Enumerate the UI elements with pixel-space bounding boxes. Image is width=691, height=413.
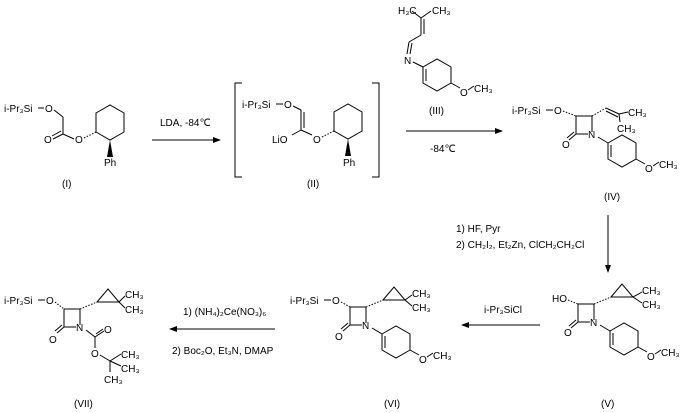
- methyl-group: H₃C: [398, 6, 417, 17]
- methyl-group: CH₃: [628, 108, 647, 119]
- nitrogen-atom: N: [76, 323, 83, 334]
- nitrogen-atom: N: [404, 56, 411, 67]
- carbonyl-oxygen: O: [49, 335, 57, 346]
- oxygen-atom: O: [645, 164, 653, 175]
- silyl-group: i-Pr₃Si: [4, 296, 33, 307]
- compound-label: (V): [601, 399, 614, 410]
- compound-label: (IV): [604, 192, 620, 203]
- compound-label: (VII): [74, 399, 93, 410]
- methyl-group: CH₃: [125, 305, 144, 316]
- oxygen-atom: O: [647, 352, 655, 363]
- compound-II: i-Pr₃Si O LiO O Ph (II): [234, 82, 380, 190]
- oxygen-atom: O: [45, 104, 53, 115]
- methyl-group: CH₃: [659, 160, 678, 171]
- nitrogen-atom: N: [588, 130, 595, 141]
- carbonyl-oxygen: O: [44, 135, 52, 146]
- compound-V: HO N O CH₃ CH₃ O CH₃ (V): [552, 283, 680, 410]
- reagent-text: 2) CH₂I₂, Et₂Zn, ClCH₂CH₂Cl: [456, 240, 584, 251]
- oxygen-atom: O: [460, 88, 468, 99]
- methyl-group: CH₃: [412, 289, 431, 300]
- reagent-text: 2) Boc₂O, Et₃N, DMAP: [172, 346, 274, 357]
- reagent-text: 1) (NH₄)₂Ce(NO₃)₆: [183, 307, 266, 318]
- reagent-text: LDA, -84℃: [160, 118, 211, 129]
- carbonyl-oxygen: O: [564, 328, 572, 339]
- oxygen-atom: O: [313, 135, 321, 146]
- oxygen-atom: O: [332, 296, 340, 307]
- methyl-group: CH₃: [617, 124, 636, 135]
- reagent-text: i-Pr₃SiCl: [484, 305, 522, 316]
- compound-VII: i-Pr₃Si O N O CH₃ CH₃ O O CH₃ CH₃ CH₃ (V…: [4, 288, 144, 410]
- bracket-left: [234, 82, 242, 178]
- methyl-group: CH₃: [661, 348, 680, 359]
- nitrogen-atom: N: [362, 321, 369, 332]
- bracket-right: [372, 82, 380, 178]
- methyl-group: CH₃: [104, 375, 123, 386]
- methyl-group: CH₃: [121, 350, 140, 361]
- compound-I: i-Pr₃Si O O O Ph (I): [4, 104, 125, 190]
- oxygen-atom: O: [284, 100, 292, 111]
- methyl-group: CH₃: [121, 364, 140, 375]
- oxygen-atom: O: [554, 106, 562, 117]
- reagent-text: 1) HF, Pyr: [456, 224, 501, 235]
- compound-label: (III): [429, 106, 444, 117]
- ester-oxygen: O: [75, 135, 83, 146]
- methyl-group: CH₃: [125, 290, 144, 301]
- compound-IV: i-Pr₃Si O N O CH₃ CH₃ O CH₃ (IV): [512, 106, 678, 203]
- methyl-group: CH₃: [432, 6, 451, 17]
- methyl-group: CH₃: [642, 300, 661, 311]
- carbonyl-oxygen: O: [562, 140, 570, 151]
- methyl-group: CH₃: [433, 351, 452, 362]
- compound-label: (I): [62, 179, 71, 190]
- compound-III: H₃C CH₃ N O CH₃ (III): [398, 6, 493, 117]
- carbonyl-oxygen: O: [335, 332, 343, 343]
- methyl-group: CH₃: [474, 84, 493, 95]
- compound-label: (VI): [384, 399, 400, 410]
- hydroxyl-group: HO: [552, 294, 567, 305]
- oxygen-atom: O: [419, 355, 427, 366]
- nitrogen-atom: N: [590, 318, 597, 329]
- silyl-group: i-Pr₃Si: [242, 100, 271, 111]
- silyl-group: i-Pr₃Si: [290, 296, 319, 307]
- phenyl-group: Ph: [104, 158, 116, 169]
- ester-oxygen: O: [91, 349, 99, 360]
- carbonyl-oxygen: O: [104, 325, 112, 336]
- condition-text: -84℃: [430, 144, 456, 155]
- lithium-oxide: LiO: [272, 135, 288, 146]
- silyl-group: i-Pr₃Si: [512, 106, 541, 117]
- compound-label: (II): [307, 179, 319, 190]
- methyl-group: CH₃: [412, 303, 431, 314]
- silyl-group: i-Pr₃Si: [4, 104, 33, 115]
- methyl-group: CH₃: [642, 286, 661, 297]
- phenyl-group: Ph: [343, 158, 355, 169]
- oxygen-atom: O: [46, 296, 54, 307]
- compound-VI: i-Pr₃Si O N O CH₃ CH₃ O CH₃ (VI): [290, 286, 452, 410]
